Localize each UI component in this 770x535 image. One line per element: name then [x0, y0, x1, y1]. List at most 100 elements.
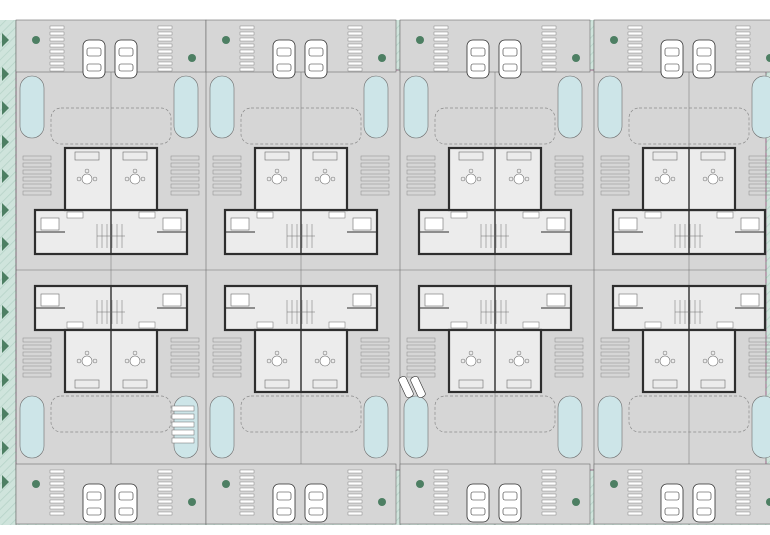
deck-board	[212, 344, 242, 350]
car-body	[692, 483, 716, 523]
stripe	[239, 67, 255, 72]
pool	[173, 75, 199, 139]
car-rear-window	[470, 63, 486, 72]
stairs-icon	[286, 224, 315, 248]
stripe	[735, 487, 751, 492]
bed-icon	[424, 293, 444, 307]
deck-board	[748, 337, 770, 343]
stripe	[239, 511, 255, 516]
bed-icon	[40, 293, 60, 307]
deck-board	[22, 351, 52, 357]
deck-board	[22, 183, 52, 189]
deck-board	[170, 176, 200, 182]
parking-top	[593, 19, 770, 79]
chair	[266, 176, 272, 182]
bed-icon	[230, 217, 250, 231]
stripe	[627, 475, 643, 480]
stripe	[433, 487, 449, 492]
stripe	[239, 469, 255, 474]
deck-board	[22, 162, 52, 168]
stripe	[157, 67, 173, 72]
stripe	[49, 49, 65, 54]
parking-stripes-left	[433, 469, 449, 516]
tree-icon	[2, 339, 9, 353]
chair	[274, 350, 280, 356]
terrace-deck	[22, 155, 52, 196]
chair	[524, 358, 530, 364]
pool	[403, 75, 429, 139]
roof-overhang-outline	[434, 107, 556, 145]
car-rear-window	[86, 507, 102, 516]
stripe	[49, 25, 65, 30]
car-windshield	[276, 491, 292, 501]
deck-board	[22, 337, 52, 343]
table-top	[129, 355, 141, 367]
chair	[140, 358, 146, 364]
parking-top	[399, 19, 591, 79]
kitchen-counter	[138, 211, 156, 219]
stripe	[541, 505, 557, 510]
stripe	[541, 43, 557, 48]
kitchen-counter	[522, 321, 540, 329]
car-body	[82, 39, 106, 79]
step	[171, 437, 195, 444]
block-2	[205, 20, 390, 525]
bed-icon	[230, 293, 250, 307]
deck-board	[212, 155, 242, 161]
chair	[314, 358, 320, 364]
stairs-icon	[674, 224, 703, 248]
parking-stripes-left	[239, 469, 255, 516]
deck-board	[748, 344, 770, 350]
dining-table-icon	[702, 168, 724, 185]
chair	[140, 176, 146, 182]
car-icon	[498, 39, 522, 79]
sofa-icon	[506, 151, 532, 161]
stripe	[627, 499, 643, 504]
stripe	[627, 493, 643, 498]
pool	[597, 395, 623, 459]
deck-board	[170, 351, 200, 357]
stripe	[541, 55, 557, 60]
bed-icon	[740, 293, 760, 307]
kitchen-counter	[644, 321, 662, 329]
pool	[557, 395, 583, 459]
stripe	[735, 25, 751, 30]
table-top	[707, 173, 719, 185]
car-body	[660, 39, 684, 79]
house-bottom	[22, 284, 200, 433]
stairs-icon	[480, 224, 509, 248]
roof-overhang-outline	[240, 107, 362, 145]
car-rear-window	[86, 63, 102, 72]
car-body	[272, 483, 296, 523]
deck-board	[554, 169, 584, 175]
pool	[751, 75, 770, 139]
chair	[132, 168, 138, 174]
deck-board	[212, 169, 242, 175]
stripe	[541, 493, 557, 498]
step	[171, 413, 195, 420]
car-body	[304, 39, 328, 79]
parking-stripes-left	[239, 25, 255, 72]
stripe	[157, 475, 173, 480]
car-icon	[114, 39, 138, 79]
deck-board	[212, 351, 242, 357]
stripe	[49, 31, 65, 36]
stripe	[157, 55, 173, 60]
stripe	[541, 469, 557, 474]
stripe	[49, 43, 65, 48]
stripe	[239, 487, 255, 492]
parking-stripes-right	[735, 469, 751, 516]
deck-board	[22, 176, 52, 182]
bed-icon	[424, 217, 444, 231]
stripe	[157, 511, 173, 516]
stripe	[433, 481, 449, 486]
shrub-icon	[610, 480, 618, 488]
dining-table-icon	[460, 168, 482, 185]
stripe	[541, 37, 557, 42]
deck-board	[406, 358, 436, 364]
house-top	[22, 107, 200, 256]
deck-board	[212, 176, 242, 182]
house-top	[406, 107, 584, 256]
tree-icon	[2, 373, 9, 387]
driveway	[205, 463, 397, 525]
